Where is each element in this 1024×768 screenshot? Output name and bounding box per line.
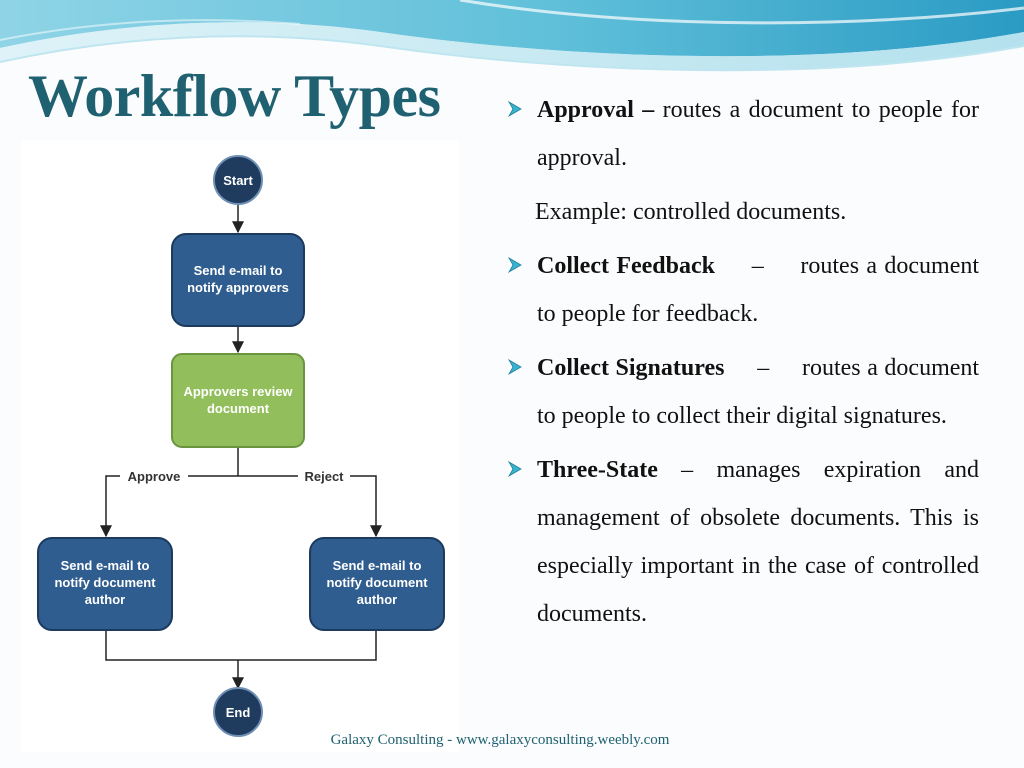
approvers-review-node: Approvers review document bbox=[171, 353, 305, 448]
approve-branch-label: Approve bbox=[120, 468, 188, 484]
send-approvers-line-2: notify approvers bbox=[187, 280, 289, 295]
arrow-bullet-icon bbox=[507, 460, 522, 478]
send-email-approvers-node: Send e-mail to notify approvers bbox=[171, 233, 305, 327]
notify-author-right-node: Send e-mail to notify document author bbox=[309, 537, 445, 631]
signatures-text-word: a bbox=[867, 355, 878, 381]
signatures-text-word: – bbox=[757, 355, 770, 381]
start-label: Start bbox=[223, 173, 253, 188]
notify-left-line-1: Send e-mail to bbox=[61, 558, 150, 573]
send-approvers-line-1: Send e-mail to bbox=[194, 263, 283, 278]
slide-title: Workflow Types bbox=[28, 63, 441, 129]
signatures-text-word: collect bbox=[656, 403, 721, 429]
collect-feedback-term: Collect Feedback bbox=[537, 253, 715, 279]
approve-label: Approve bbox=[128, 469, 181, 484]
signatures-text-word: to bbox=[537, 403, 556, 429]
three-state-text-word: obsolete bbox=[700, 505, 781, 531]
signatures-term-word: Signatures bbox=[615, 355, 725, 381]
arrow-bullet-icon bbox=[507, 256, 522, 274]
three-state-text-word: management bbox=[537, 505, 660, 531]
arrow-bullet-icon bbox=[507, 358, 522, 376]
approval-example: Example: controlled documents. bbox=[535, 199, 847, 225]
approval-text-word: to bbox=[851, 97, 871, 123]
feedback-text-word: a bbox=[866, 253, 878, 279]
three-state-term: Three-State bbox=[537, 457, 658, 483]
signatures-text-word: their bbox=[726, 403, 771, 429]
end-node: End bbox=[213, 687, 263, 737]
notify-right-line-3: author bbox=[357, 592, 397, 607]
approval-text-word: document bbox=[748, 97, 844, 123]
three-state-text-word: documents. bbox=[790, 505, 901, 531]
approval-term: Approval – bbox=[537, 97, 655, 123]
end-label: End bbox=[226, 705, 251, 720]
bullet-collect-feedback: Collect Feedback – routes a document to … bbox=[505, 242, 979, 338]
approval-text-word: routes bbox=[662, 97, 722, 123]
three-state-text: – manages expiration and bbox=[681, 457, 980, 483]
flowchart-connectors bbox=[100, 204, 382, 690]
feedback-term-word: Feedback bbox=[616, 253, 715, 279]
notify-left-line-2: notify document bbox=[54, 575, 156, 590]
notify-left-line-3: author bbox=[85, 592, 125, 607]
approval-text-word: a bbox=[729, 97, 741, 123]
signatures-text-word: routes bbox=[801, 355, 861, 381]
approval-text-word: people for approval. bbox=[537, 97, 980, 171]
signatures-term-word: Collect bbox=[537, 355, 609, 381]
bullet-collect-signatures: Collect Signatures – routes a document t… bbox=[505, 344, 979, 440]
feedback-term-word: Collect bbox=[537, 253, 609, 279]
feedback-text-word: – bbox=[751, 253, 764, 279]
reject-branch-label: Reject bbox=[298, 468, 350, 484]
workflow-bullet-list: Approval – routes a document to people f… bbox=[505, 86, 979, 638]
workflow-flowchart: Start Send e-mail to notify approvers Ap… bbox=[22, 140, 458, 752]
review-line-1: Approvers review bbox=[183, 384, 293, 399]
notify-right-line-1: Send e-mail to bbox=[333, 558, 422, 573]
three-state-text: of controlled documents. bbox=[537, 553, 980, 627]
bullet-three-state: Three-State – manages expiration and man… bbox=[505, 446, 979, 638]
review-line-2: document bbox=[207, 401, 270, 416]
three-state-text: This is especially important in the case bbox=[537, 505, 979, 579]
collect-signatures-term: Collect Signatures bbox=[537, 355, 724, 381]
signatures-text-word: digital signatures. bbox=[776, 403, 947, 429]
notify-author-left-node: Send e-mail to notify document author bbox=[37, 537, 173, 631]
slide-footer: Galaxy Consulting - www.galaxyconsulting… bbox=[330, 732, 670, 748]
notify-right-line-2: notify document bbox=[326, 575, 428, 590]
reject-label: Reject bbox=[304, 469, 344, 484]
signatures-text-word: people bbox=[561, 403, 626, 429]
bullet-approval: Approval – routes a document to people f… bbox=[505, 86, 979, 182]
feedback-text-word: document to people for feedback. bbox=[537, 253, 980, 327]
three-state-text-word: of bbox=[669, 505, 690, 531]
start-node: Start bbox=[213, 155, 263, 205]
arrow-bullet-icon bbox=[507, 100, 522, 118]
signatures-text-word: document bbox=[884, 355, 980, 381]
feedback-text-word: routes bbox=[800, 253, 860, 279]
signatures-text-word: to bbox=[631, 403, 651, 429]
